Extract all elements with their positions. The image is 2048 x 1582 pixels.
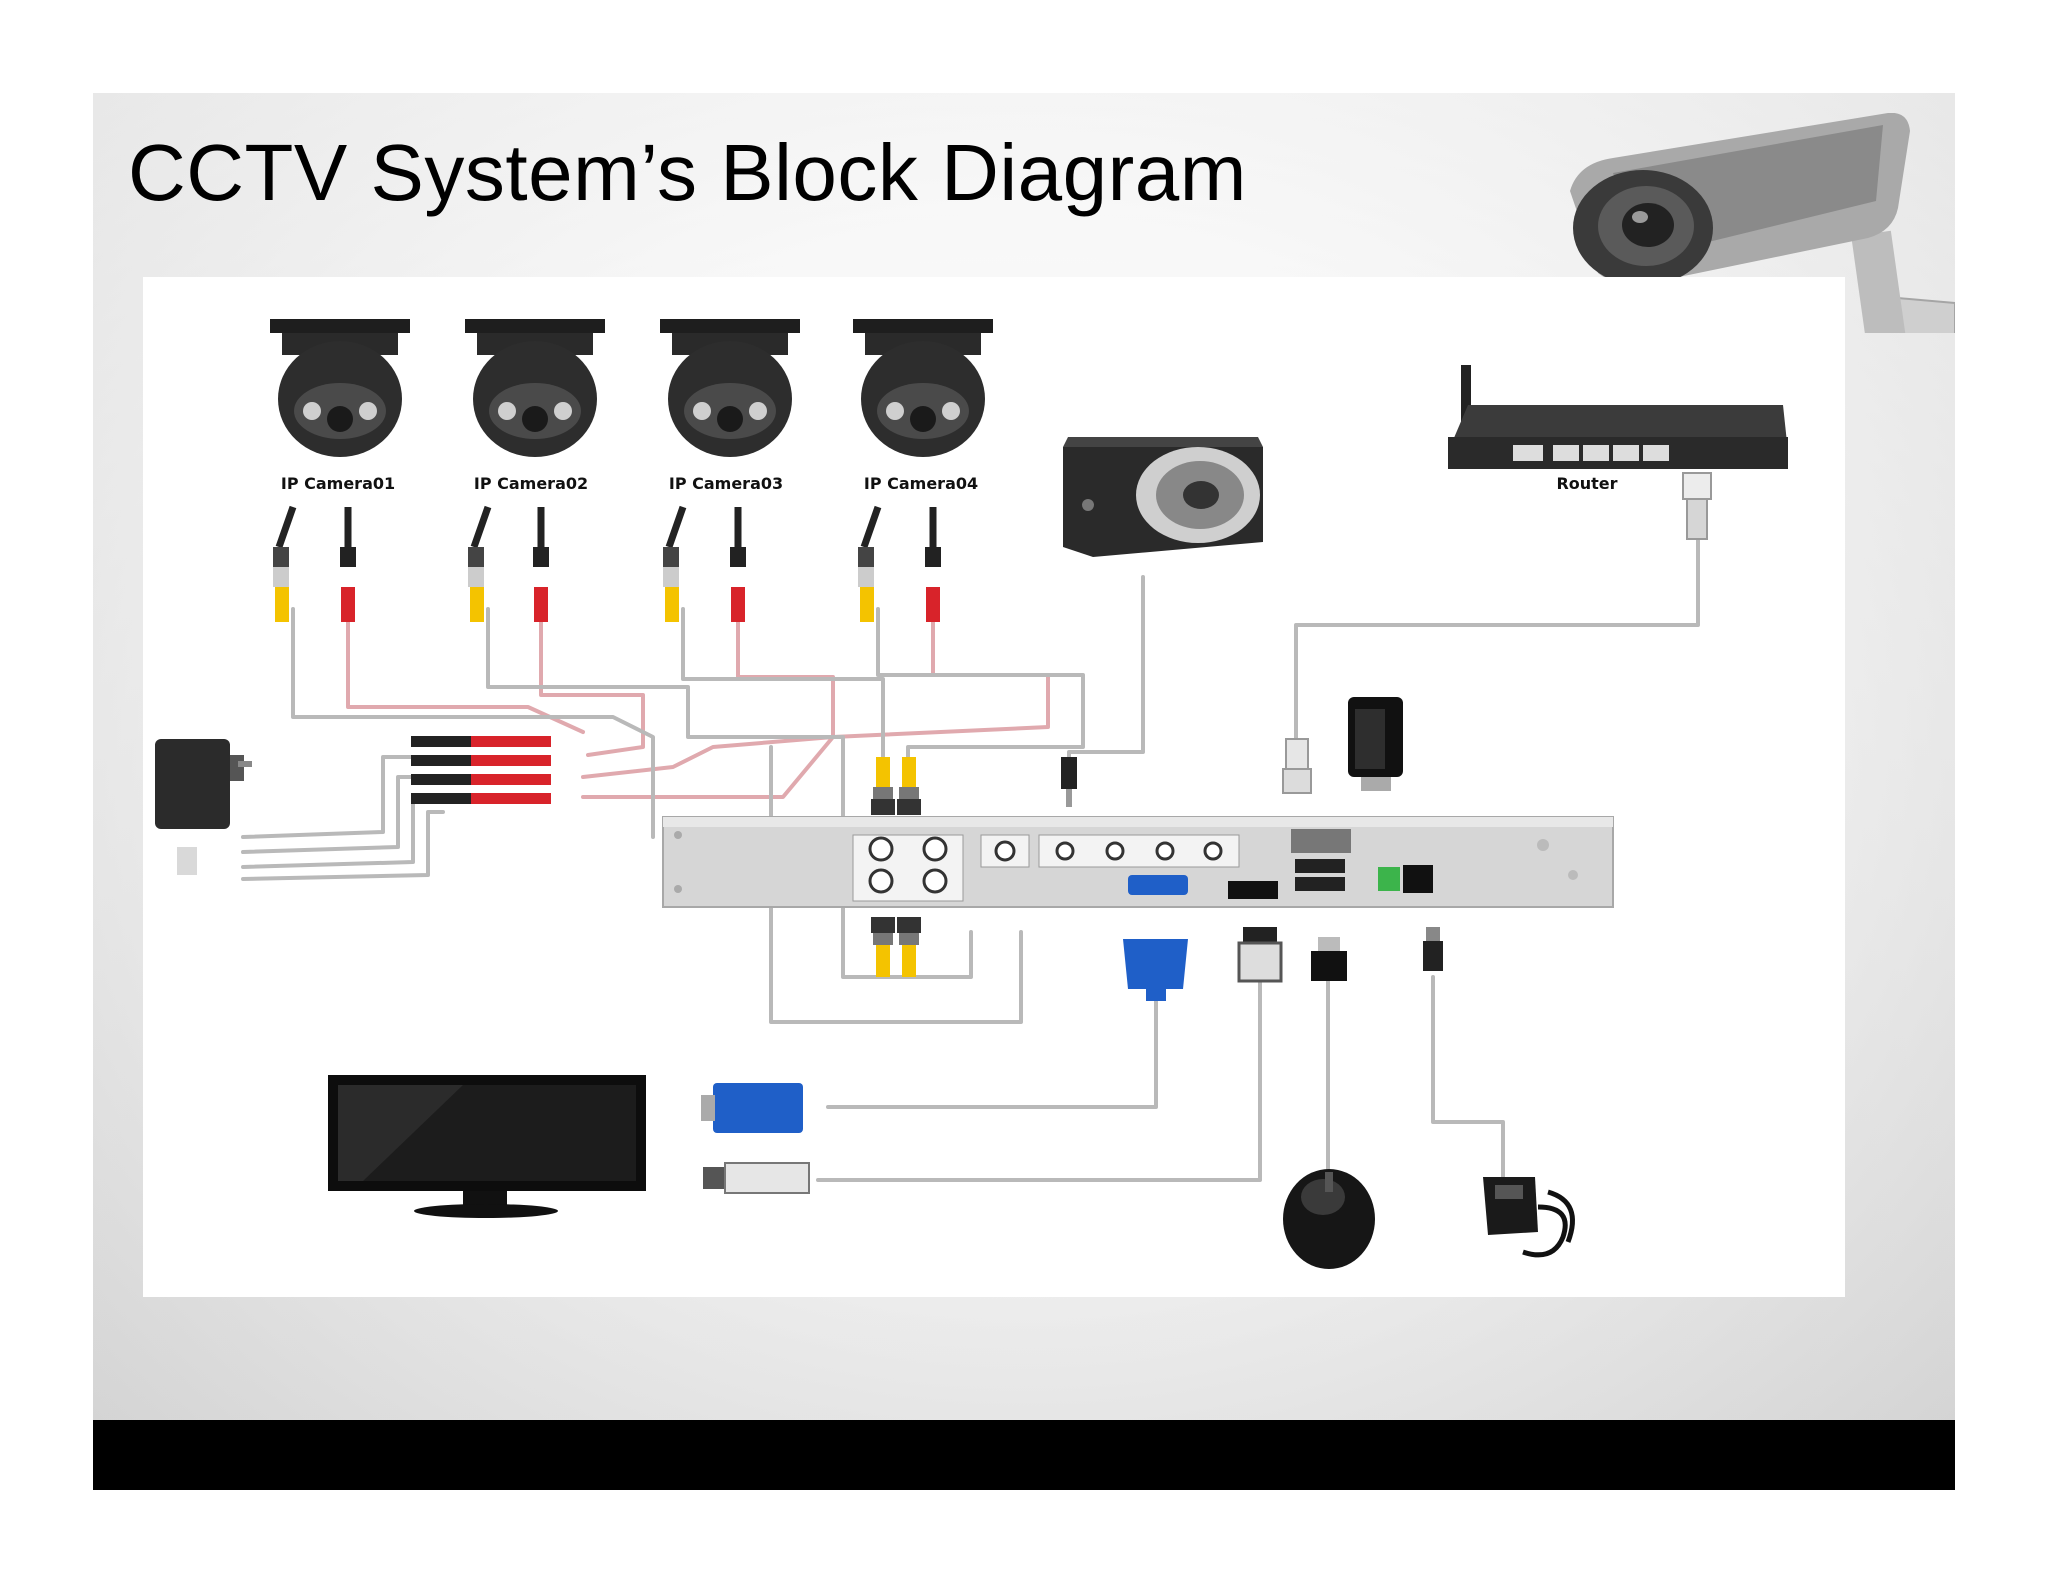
usb-plug [1311, 937, 1347, 981]
power-plug-dc [1423, 927, 1443, 971]
dvr-video-connectors-out [871, 917, 921, 977]
diagram-panel: IP Camera01 IP Camera02 IP Camera03 IP C… [143, 277, 1845, 1297]
speaker-icon [1063, 437, 1263, 557]
cctv-block-diagram: IP Camera01 IP Camera02 IP Camera03 IP C… [155, 319, 1788, 1269]
camera-group [270, 319, 993, 457]
camera-1 [270, 319, 410, 457]
slide-title: CCTV System’s Block Diagram [128, 128, 1247, 217]
usb-drive-icon [1348, 697, 1403, 791]
vga-plug [1123, 939, 1188, 1001]
camera-4-label: IP Camera04 [864, 474, 978, 493]
camera-3-label: IP Camera03 [669, 474, 783, 493]
hdmi-cable-icon [703, 1162, 810, 1194]
camera-connectors [273, 505, 941, 622]
power-adapter-icon [155, 739, 252, 875]
monitor-icon [328, 1075, 646, 1218]
power-plug-icon [1483, 1177, 1575, 1258]
dvr-video-connectors-in [871, 757, 921, 815]
cctv-camera-icon [1570, 113, 1955, 333]
router-label: Router [1556, 474, 1617, 493]
dvr-ethernet-connector [1282, 738, 1312, 794]
camera-2-label: IP Camera02 [474, 474, 588, 493]
power-splitter [411, 736, 551, 804]
audio-jack [1061, 757, 1077, 807]
footer-bar [93, 1420, 1955, 1490]
camera-1-label: IP Camera01 [281, 474, 395, 493]
router-icon [1448, 365, 1788, 469]
mouse-icon [1283, 1169, 1375, 1269]
router-ethernet-connector [1682, 472, 1712, 540]
camera-3 [660, 319, 800, 457]
hdmi-plug [1237, 927, 1283, 983]
slide: CCTV System’s Block Diagram [93, 93, 1955, 1490]
camera-4 [853, 319, 993, 457]
dvr-recorder-icon [662, 816, 1614, 908]
vga-cable-icon [701, 1083, 803, 1133]
camera-2 [465, 319, 605, 457]
